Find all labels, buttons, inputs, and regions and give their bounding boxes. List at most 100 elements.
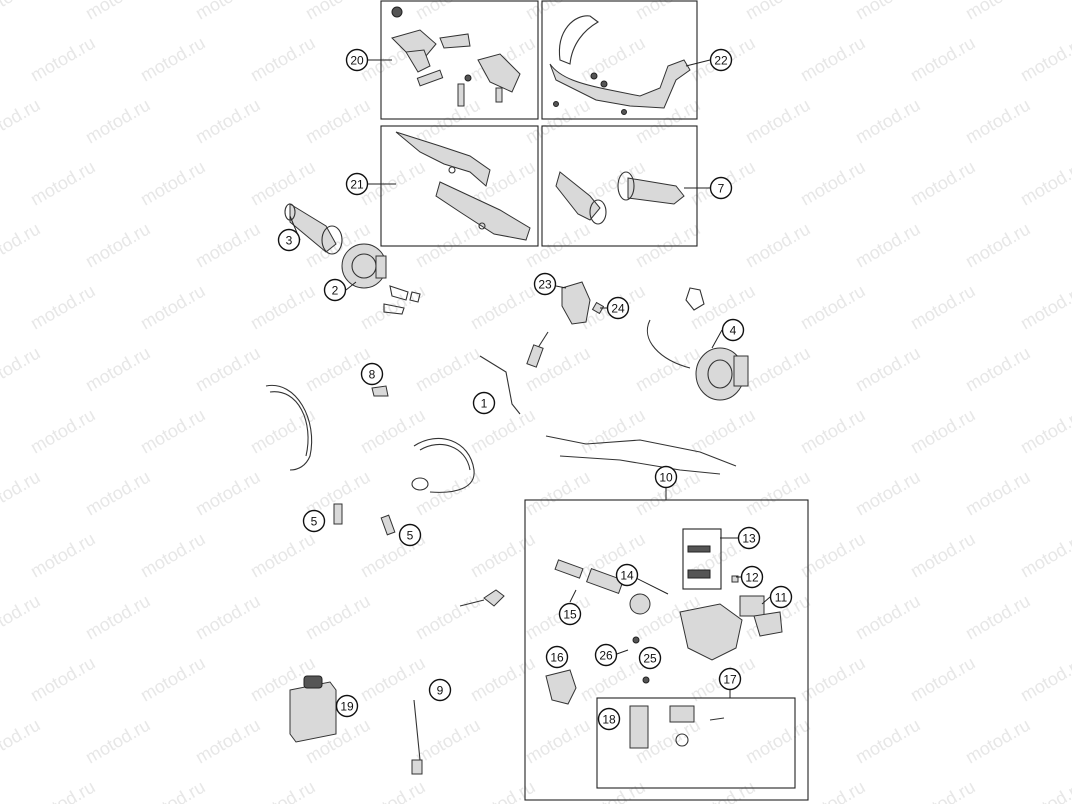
- watermark-text: motod.ru: [962, 219, 1034, 272]
- watermark-text: motod.ru: [412, 0, 484, 23]
- watermark-text: motod.ru: [0, 219, 44, 272]
- callout-label: 13: [742, 532, 756, 546]
- callout-label: 16: [550, 651, 564, 665]
- watermark-text: motod.ru: [907, 157, 979, 210]
- watermark-text: motod.ru: [192, 715, 264, 768]
- watermark-text: motod.ru: [192, 0, 264, 23]
- watermark-text: motod.ru: [962, 0, 1034, 23]
- callout-circle: [428, 678, 452, 702]
- part-lever-bracket-set: [391, 6, 521, 107]
- callout-label: 3: [286, 234, 293, 248]
- callout-circle: [533, 272, 557, 296]
- part-cable-loops: [265, 384, 475, 493]
- watermark-text: motod.ru: [1017, 157, 1072, 210]
- callout-label: 14: [620, 569, 634, 583]
- part-clip: [371, 385, 389, 397]
- callout-circle: [277, 228, 301, 252]
- watermark-text: motod.ru: [797, 33, 869, 86]
- watermark-text: motod.ru: [247, 529, 319, 582]
- watermark-text: motod.ru: [412, 343, 484, 396]
- part-grip-set: [555, 171, 685, 225]
- callout-circle: [398, 523, 422, 547]
- callout-label: 24: [611, 302, 625, 316]
- callout-15: 15: [558, 602, 582, 626]
- callout-label: 19: [340, 700, 354, 714]
- part-throttle-housing: [341, 243, 421, 315]
- callout-circle: [615, 563, 639, 587]
- callout-label: 18: [602, 713, 616, 727]
- part-throttle-grip: [284, 203, 343, 255]
- callout-label: 1: [481, 397, 488, 411]
- watermark-text: motod.ru: [302, 95, 374, 148]
- watermark-text: motod.ru: [82, 715, 154, 768]
- part-fitting: [459, 589, 505, 607]
- watermark-text: motod.ru: [0, 591, 44, 644]
- watermark-text: motod.ru: [27, 653, 99, 706]
- watermark-text: motod.ru: [27, 777, 99, 804]
- callout-label: 15: [563, 608, 577, 622]
- watermark-text: motod.ru: [632, 219, 704, 272]
- callout-26: 26: [594, 643, 618, 667]
- callout-circle: [335, 694, 359, 718]
- callout-4: 4: [721, 318, 745, 342]
- watermark-text: motod.ru: [907, 529, 979, 582]
- callout-12: 12: [740, 565, 764, 589]
- watermark-text: motod.ru: [1017, 33, 1072, 86]
- callout-circle: [721, 318, 745, 342]
- watermark-text: motod.ru: [0, 343, 44, 396]
- callout-circle: [597, 707, 621, 731]
- watermark-text: motod.ru: [137, 405, 209, 458]
- watermark-text: motod.ru: [192, 95, 264, 148]
- watermark-text: motod.ru: [797, 281, 869, 334]
- callout-circle: [638, 646, 662, 670]
- inset-box-13: [682, 528, 722, 590]
- watermark-text: motod.ru: [852, 591, 924, 644]
- watermark-text: motod.ru: [1017, 529, 1072, 582]
- watermark-text: motod.ru: [137, 33, 209, 86]
- callout-label: 11: [775, 591, 788, 605]
- watermark-text: motod.ru: [742, 0, 814, 23]
- watermark-text: motod.ru: [522, 219, 594, 272]
- watermark-text: motod.ru: [247, 777, 319, 804]
- callout-circle: [472, 391, 496, 415]
- callout-circle: [594, 643, 618, 667]
- callout-23: 23: [533, 272, 557, 296]
- callout-label: 5: [407, 529, 414, 543]
- inset-box-17: [596, 697, 796, 789]
- watermark-text: motod.ru: [522, 0, 594, 23]
- callout-label: 8: [369, 368, 376, 382]
- callout-13: 13: [737, 526, 761, 550]
- callout-5b: 5: [398, 523, 422, 547]
- watermark-text: motod.ru: [852, 0, 924, 23]
- watermark-text: motod.ru: [27, 529, 99, 582]
- watermark-text: motod.ru: [0, 467, 44, 520]
- callout-circle: [606, 296, 630, 320]
- callout-5a: 5: [302, 509, 326, 533]
- watermark-text: motod.ru: [0, 715, 44, 768]
- watermark-text: motod.ru: [852, 715, 924, 768]
- callout-label: 17: [723, 673, 737, 687]
- callout-circle: [345, 172, 369, 196]
- callout-label: 10: [659, 471, 673, 485]
- callout-circle: [737, 526, 761, 550]
- watermark-text: motod.ru: [852, 467, 924, 520]
- callout-label: 21: [350, 178, 364, 192]
- callout-8: 8: [360, 362, 384, 386]
- watermark-text: motod.ru: [412, 591, 484, 644]
- watermark-text: motod.ru: [1017, 405, 1072, 458]
- watermark-text: motod.ru: [82, 343, 154, 396]
- watermark-text: motod.ru: [522, 591, 594, 644]
- watermark-text: motod.ru: [522, 467, 594, 520]
- watermark-text: motod.ru: [577, 405, 649, 458]
- watermark-text: motod.ru: [247, 157, 319, 210]
- inset-box-7: [541, 125, 698, 247]
- watermark-text: motod.ru: [137, 653, 209, 706]
- watermark-text: motod.ru: [852, 95, 924, 148]
- callout-circle: [709, 176, 733, 200]
- watermark-text: motod.ru: [0, 0, 44, 23]
- callout-19: 19: [335, 694, 359, 718]
- callout-21: 21: [345, 172, 369, 196]
